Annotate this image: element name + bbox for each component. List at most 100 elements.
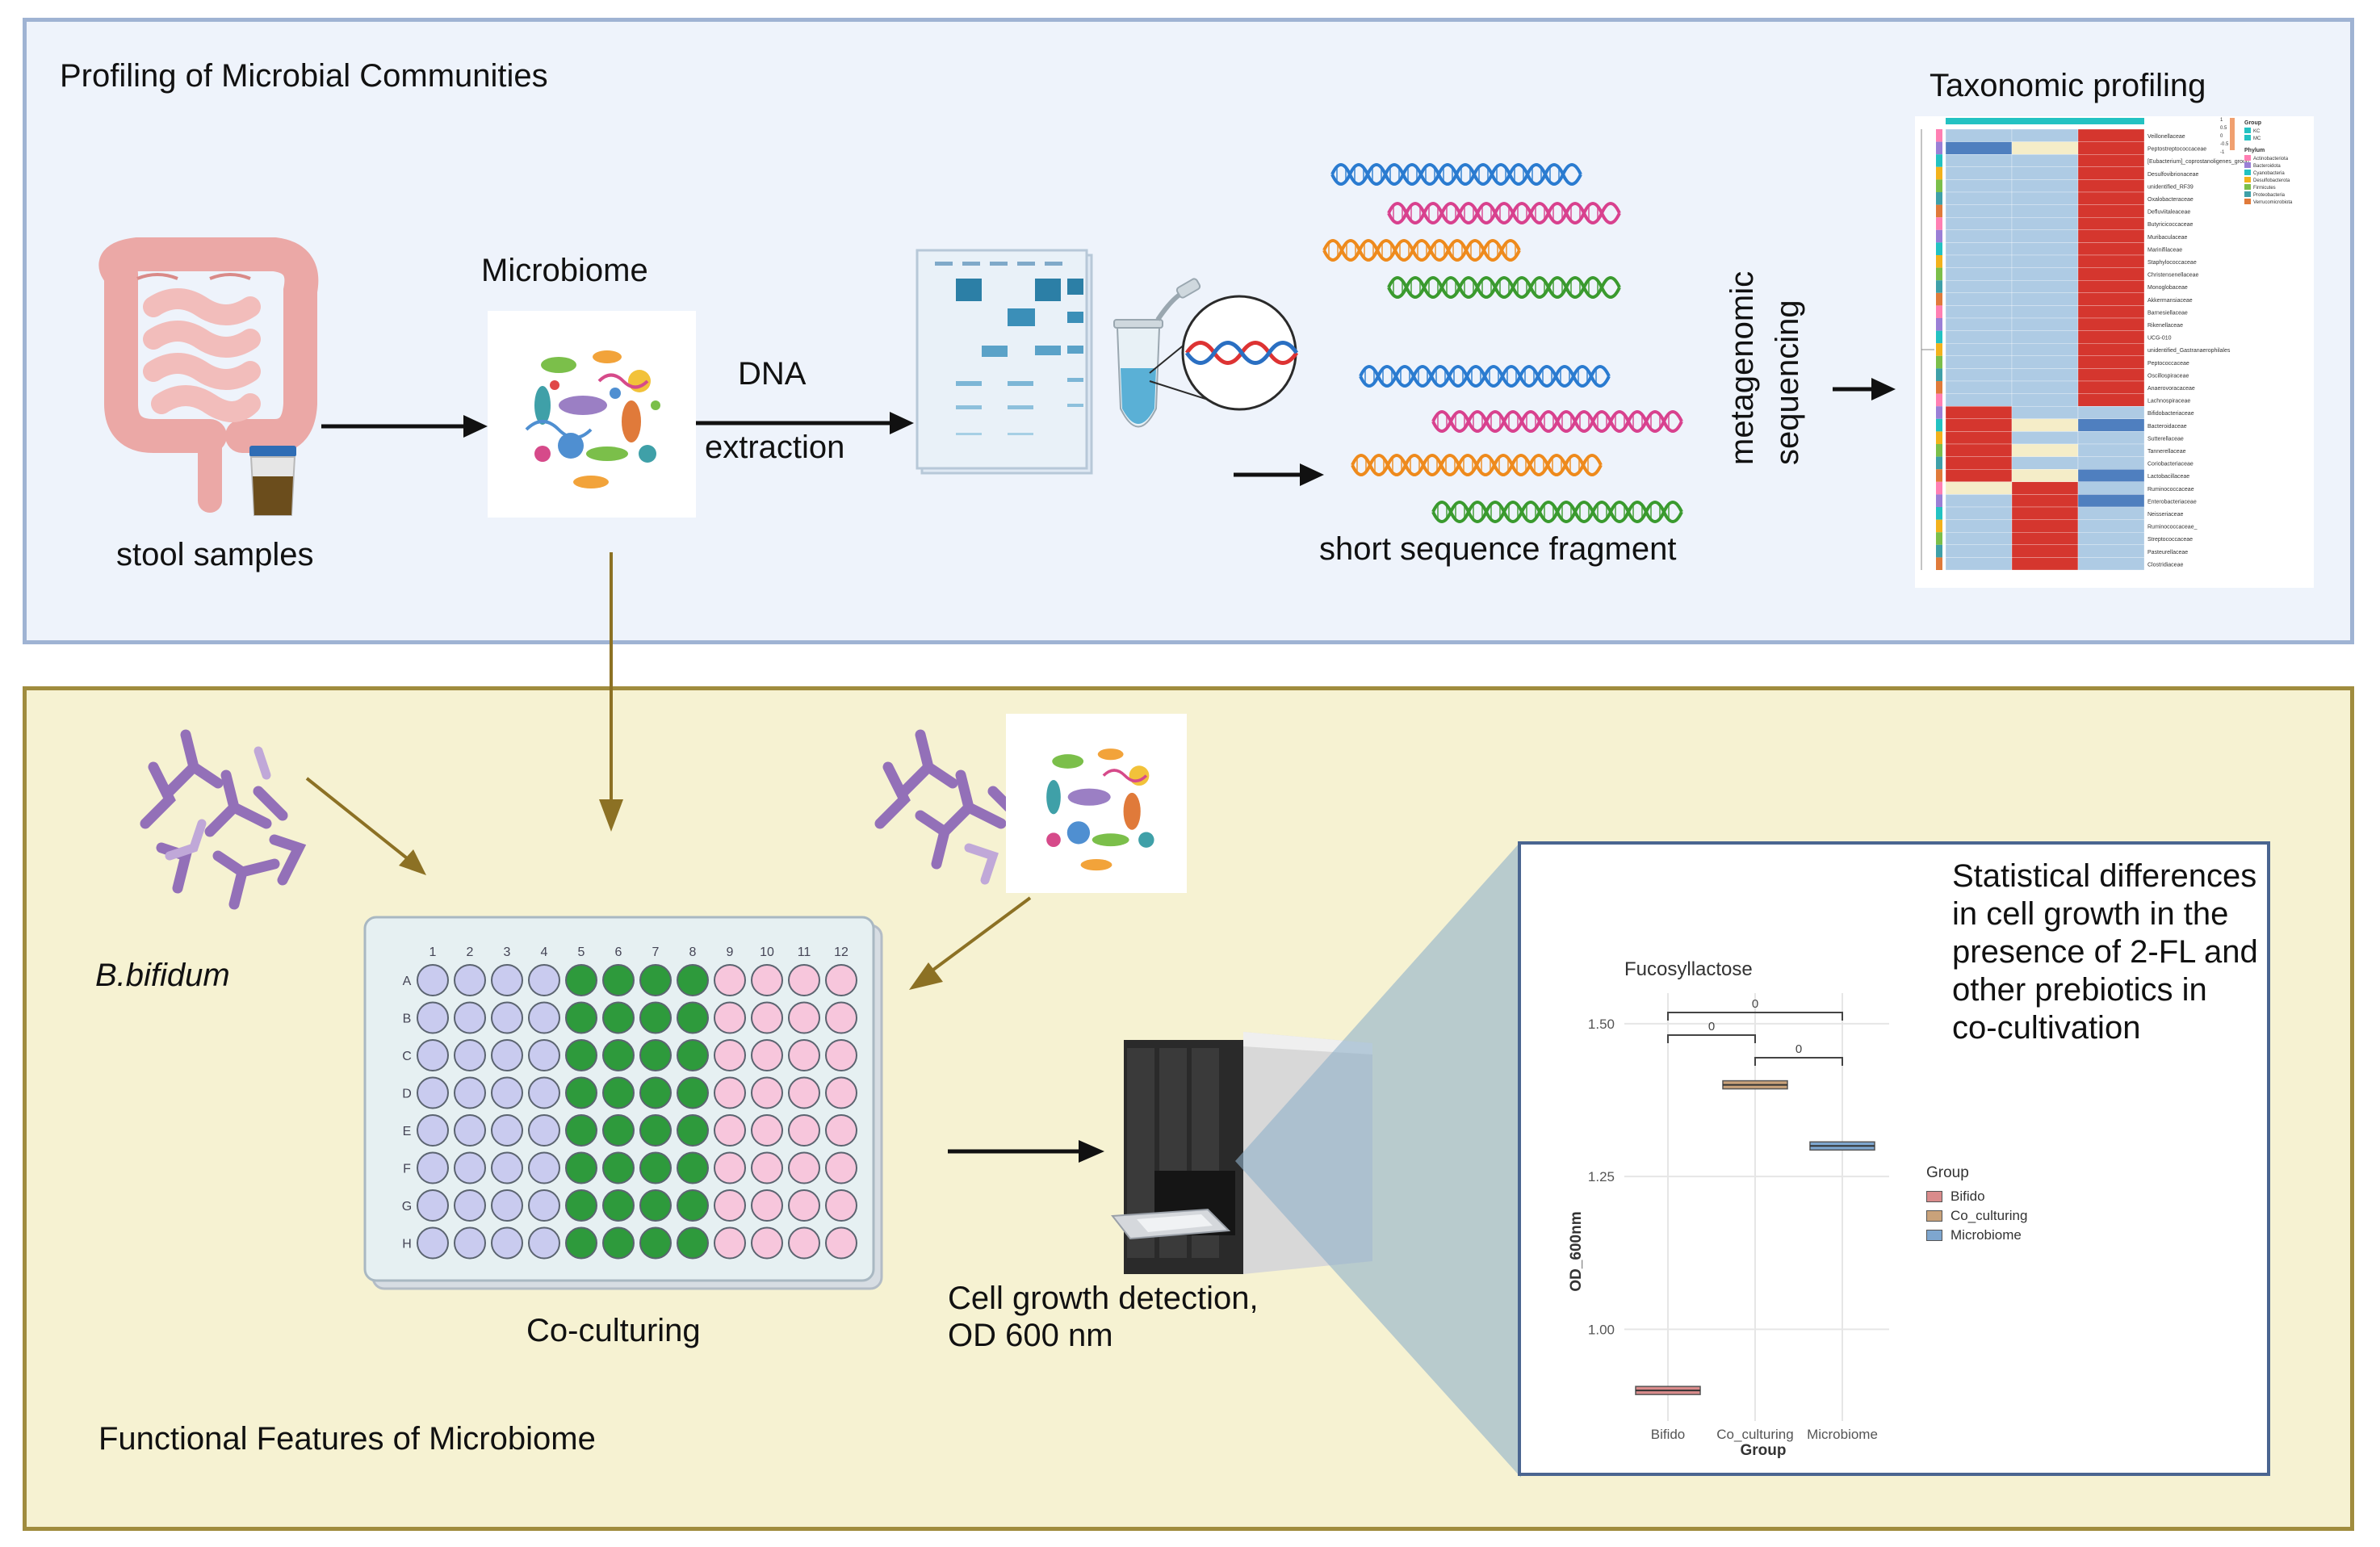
heatmap-row-label: Coriobacteriaceae — [2147, 462, 2194, 467]
heatmap-cell — [2011, 191, 2079, 205]
heatmap-cell — [2077, 443, 2145, 457]
arrow-plate-to-reader — [948, 1140, 1104, 1163]
heatmap-phylum-swatch — [2244, 191, 2251, 197]
plate-column-label: 1 — [429, 945, 437, 959]
plate-well — [565, 1076, 597, 1109]
heatmap-row-label: Oxalobacteraceae — [2147, 197, 2194, 203]
plate-well — [602, 1001, 635, 1034]
phylum-annot-0 — [1936, 129, 1942, 142]
plate-well — [788, 1151, 820, 1184]
heatmap-cell — [1945, 317, 2013, 331]
heatmap-phylum-swatch — [2244, 162, 2251, 168]
heatmap-cell — [2077, 280, 2145, 293]
phylum-annot-14 — [1936, 305, 1942, 318]
heatmap-cell — [2077, 179, 2145, 193]
heatmap-cell — [1945, 229, 2013, 243]
heatmap-cell — [2011, 557, 2079, 571]
plate-well — [417, 1189, 449, 1222]
microbiome-illustration — [504, 326, 678, 501]
plate-column-label: 10 — [760, 945, 774, 959]
legend-label: Microbiome — [1951, 1227, 2022, 1243]
plate-well — [825, 1076, 857, 1109]
arrow-to-fragments — [1234, 463, 1324, 486]
legend-title: Group — [1926, 1164, 1969, 1181]
plate-well — [565, 1226, 597, 1260]
plate-column-label: 8 — [689, 945, 697, 959]
plate-well — [528, 1076, 560, 1109]
plate-well — [639, 1076, 672, 1109]
y-tick-label: 1.25 — [1588, 1169, 1615, 1184]
heatmap-phylum-label: Cyanobacteria — [2253, 171, 2285, 176]
heatmap-group-label: MC — [2253, 136, 2261, 141]
heatmap-row-label: Oscillospiraceae — [2147, 373, 2189, 379]
top-panel-title: Profiling of Microbial Communities — [60, 58, 548, 94]
heatmap-row-label: Marinifilaceae — [2147, 247, 2182, 253]
heatmap-row-label: Anaerovoracaceae — [2147, 386, 2195, 392]
plate-well — [639, 1189, 672, 1222]
plate-well — [454, 1076, 486, 1109]
plate-well — [417, 1226, 449, 1260]
plate-well — [677, 1039, 709, 1071]
phylum-annot-28 — [1936, 481, 1942, 495]
heatmap-row-label: unidentified_RF39 — [2147, 184, 2194, 190]
heatmap-cell — [2011, 481, 2079, 495]
heatmap-cell — [1945, 141, 2013, 155]
heatmap-cell — [2011, 343, 2079, 356]
heatmap-phylum-label: Proteobacteria — [2253, 193, 2286, 198]
heatmap-phylum-label: Verrucomicrobiota — [2253, 200, 2293, 205]
heatmap-row-label: Bifidobacteriaceae — [2147, 411, 2194, 417]
heatmap-cell — [2077, 217, 2145, 230]
plate-row-label: E — [403, 1125, 412, 1138]
plate-well — [602, 1151, 635, 1184]
heatmap-cell — [1945, 443, 2013, 457]
heatmap-cell — [2077, 456, 2145, 470]
heatmap-cell — [1945, 506, 2013, 520]
heatmap-cell — [2011, 519, 2079, 533]
plate-well — [751, 1039, 783, 1071]
plate-well — [788, 1039, 820, 1071]
sample-tube-icon — [1113, 278, 1201, 428]
heatmap-cell — [2011, 204, 2079, 218]
heatmap-cell — [1945, 519, 2013, 533]
dna-fragment-4 — [1387, 276, 1621, 299]
chart-panel — [1518, 841, 2270, 1476]
legend-item: Bifido — [1926, 1189, 2027, 1205]
dendrogram — [1921, 129, 1934, 570]
heatmap-phylum-label: Bacteroidota — [2253, 164, 2281, 169]
plate-well — [565, 1189, 597, 1222]
heatmap-cell — [1945, 380, 2013, 394]
plate-well — [528, 1226, 560, 1260]
plate-row-label: F — [403, 1163, 411, 1176]
plate-well — [677, 1226, 709, 1260]
arrow-bifidum-to-plate — [305, 777, 426, 875]
plate-well — [714, 1151, 746, 1184]
heatmap-cell — [1945, 368, 2013, 382]
heatmap-phylum-title: Phylum — [2244, 148, 2265, 153]
y-tick-label: 1.50 — [1588, 1017, 1615, 1032]
heatmap-row-label: Christensenellaceae — [2147, 273, 2199, 279]
plate-well — [677, 1151, 709, 1184]
plate-well — [491, 964, 523, 996]
fucosyllactose-boxplot: Fucosyllactose OD_600nm Group 1.001.251.… — [1568, 958, 1889, 1459]
heatmap-cell — [2011, 544, 2079, 558]
heatmap-cell — [2077, 317, 2145, 331]
heatmap-row-label: Akkermansiaceae — [2147, 298, 2193, 304]
heatmap-cell — [2077, 481, 2145, 495]
heatmap-cell — [2077, 494, 2145, 508]
plate-well — [677, 964, 709, 996]
heatmap-cell — [2011, 242, 2079, 256]
sample-cup-icon — [249, 446, 296, 516]
chart-title: Fucosyllactose — [1624, 958, 1753, 980]
heatmap-cell — [2011, 305, 2079, 319]
heatmap-row-label: Ruminococcaceae_ — [2147, 525, 2198, 530]
heatmap-cell — [2077, 368, 2145, 382]
sequencing-label: sequencing — [1770, 300, 1805, 465]
phylum-annot-18 — [1936, 355, 1942, 369]
plate-well — [602, 1076, 635, 1109]
heatmap-row-label: [Eubacterium]_coprostanoligenes_group — [2147, 159, 2249, 165]
plate-column-label: 2 — [467, 945, 474, 959]
legend-swatch — [1926, 1210, 1942, 1222]
plate-well — [825, 1001, 857, 1034]
plate-well — [714, 1189, 746, 1222]
